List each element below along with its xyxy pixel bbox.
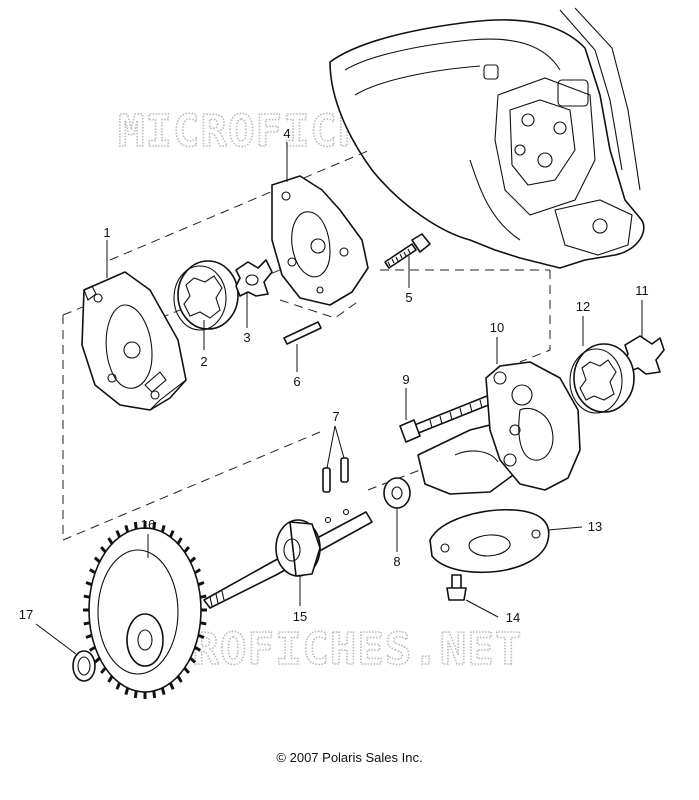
gear-tooth: [200, 621, 207, 626]
gear-tooth: [194, 645, 202, 652]
gear-tooth: [197, 633, 205, 639]
gear-tooth: [100, 667, 107, 674]
gear-tooth: [100, 546, 107, 553]
gear-tooth: [200, 594, 207, 599]
part-1-pump-body: [81, 271, 187, 411]
crankcase-housing: [329, 7, 645, 269]
callout-numbers: 1 2 3 4 5 6 7 8 9 10 11 12 13 14 15 16 1…: [19, 126, 649, 625]
gear-tooth: [176, 675, 183, 683]
part-14-screw: [446, 574, 467, 601]
callout-12: 12: [576, 299, 590, 314]
part-12-outer-rotor: [569, 343, 635, 414]
copyright-notice: © 2007 Polaris Sales Inc.: [276, 750, 423, 765]
part-9-long-bolt: [399, 393, 497, 443]
leader-lines: [35, 142, 643, 655]
part-7-dowel-pins: [322, 457, 349, 493]
callout-15: 15: [293, 609, 307, 624]
callout-17: 17: [19, 607, 33, 622]
gear-tooth: [107, 675, 114, 683]
gear-tooth: [183, 667, 190, 674]
gear-tooth: [115, 682, 121, 690]
gear-tooth: [88, 568, 96, 575]
callout-14: 14: [506, 610, 520, 625]
callout-6: 6: [293, 374, 300, 389]
gear-tooth: [152, 521, 157, 530]
callout-4: 4: [283, 126, 290, 141]
gear-tooth: [189, 556, 197, 563]
gear-tooth: [93, 657, 101, 664]
gear-tooth: [133, 690, 138, 699]
gear-tooth: [183, 546, 190, 553]
gear-tooth: [189, 657, 197, 664]
part-15-shaft: [203, 508, 373, 609]
gear-tooth: [107, 537, 114, 545]
callout-3: 3: [243, 330, 250, 345]
callout-2: 2: [200, 354, 207, 369]
callout-10: 10: [490, 320, 504, 335]
part-8-washer: [383, 477, 411, 509]
gear-tooth: [83, 621, 90, 626]
gear-tooth: [133, 521, 138, 530]
gear-tooth: [115, 530, 121, 538]
part-4-pump-plate: [271, 175, 369, 306]
gear-tooth: [197, 581, 205, 587]
part-17-washer: [72, 650, 96, 682]
gear-tooth: [83, 594, 90, 599]
part-13-gasket: [429, 509, 550, 574]
callout-1: 1: [103, 225, 110, 240]
gear-tooth: [124, 524, 130, 533]
callout-11: 11: [635, 283, 649, 298]
part-16-drive-gear: [83, 521, 207, 699]
gear-tooth: [169, 530, 175, 538]
gear-tooth: [88, 645, 96, 652]
gear-tooth: [124, 687, 130, 696]
callout-7: 7: [332, 409, 339, 424]
gear-tooth: [85, 581, 93, 587]
gear-tooth: [160, 524, 166, 533]
gear-tooth: [93, 556, 101, 563]
callout-5: 5: [405, 290, 412, 305]
callout-13: 13: [588, 519, 602, 534]
part-10-pump-housing: [417, 361, 581, 495]
gear-tooth: [85, 633, 93, 639]
callout-9: 9: [402, 372, 409, 387]
part-3-inner-rotor: [235, 259, 273, 297]
gear-tooth: [176, 537, 183, 545]
gear-tooth: [160, 687, 166, 696]
part-2-outer-rotor: [173, 260, 239, 331]
callout-8: 8: [393, 554, 400, 569]
part-6-pin: [283, 321, 322, 345]
callout-16: 16: [141, 517, 155, 532]
gear-tooth: [152, 690, 157, 699]
part-5-bolt: [384, 233, 431, 269]
gear-tooth: [169, 682, 175, 690]
gear-tooth: [194, 568, 202, 575]
